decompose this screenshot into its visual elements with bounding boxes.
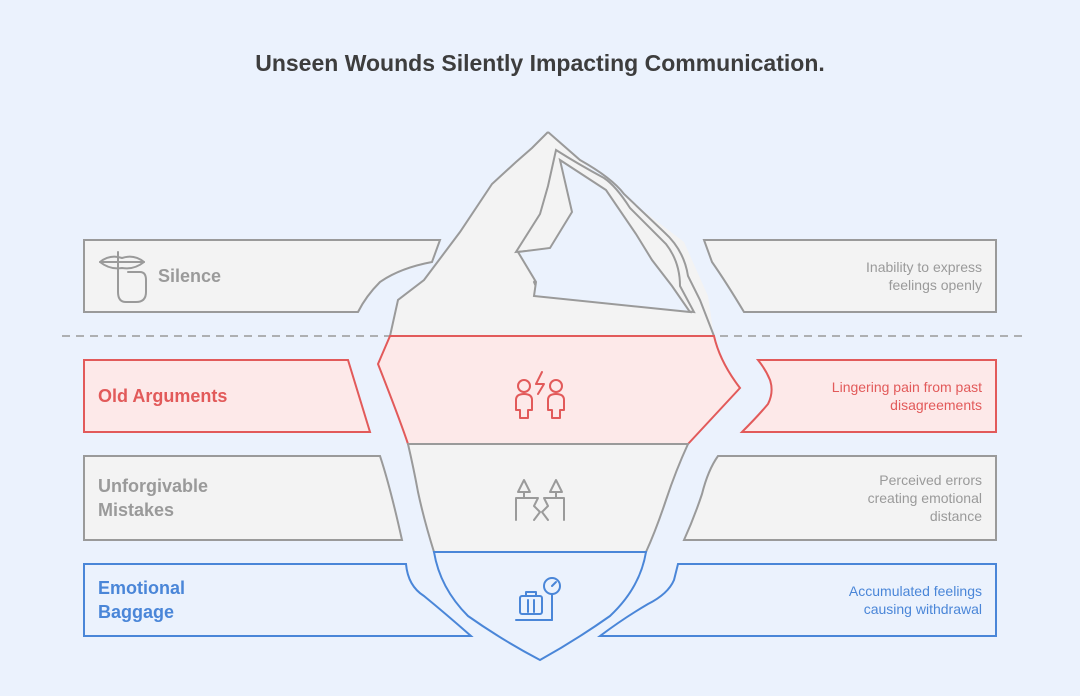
description-line: Lingering pain from past xyxy=(831,379,982,395)
layer-label-line: Unforgivable xyxy=(98,476,209,496)
left-box-unforgivable-mistakes xyxy=(83,455,404,541)
broken-bridge-icon xyxy=(515,479,565,521)
layer-label-unforgivable-mistakes: Unforgivable Mistakes xyxy=(98,474,208,522)
description-line: creating emotional xyxy=(867,490,982,506)
description-line: disagreements xyxy=(890,397,982,413)
description-line: distance xyxy=(929,508,982,524)
description-line: Inability to express xyxy=(866,259,982,275)
baggage-scale-icon xyxy=(515,577,561,621)
layer-label-line: Emotional xyxy=(98,578,186,598)
layer-description-silence: Inability to express feelings openly xyxy=(866,258,982,294)
left-box-silence xyxy=(83,239,442,313)
layer-label-emotional-baggage: Emotional Baggage xyxy=(98,576,185,624)
left-box-old-arguments xyxy=(83,359,372,433)
right-box-old-arguments xyxy=(739,359,997,433)
layer-description-unforgivable-mistakes: Perceived errors creating emotional dist… xyxy=(868,471,982,525)
description-line: causing withdrawal xyxy=(863,601,982,617)
diagram-title: Unseen Wounds Silently Impacting Communi… xyxy=(255,50,825,76)
layer-label-line: Baggage xyxy=(98,602,175,622)
layer-description-old-arguments: Lingering pain from past disagreements xyxy=(832,378,982,414)
description-line: Perceived errors xyxy=(879,472,982,488)
arguing-people-icon xyxy=(515,371,565,419)
layer-label-line: Mistakes xyxy=(98,500,175,520)
right-box-silence xyxy=(702,239,997,313)
description-line: feelings openly xyxy=(888,277,982,293)
iceberg-ice-window xyxy=(516,157,693,314)
iceberg-band-emotional-baggage xyxy=(432,551,648,662)
iceberg-peak-outline xyxy=(389,131,549,337)
right-box-emotional-baggage xyxy=(596,563,997,637)
iceberg-peak-right-outline xyxy=(547,131,715,337)
layer-label-silence: Silence xyxy=(158,266,222,286)
right-box-unforgivable-mistakes xyxy=(682,455,997,541)
layer-description-emotional-baggage: Accumulated feelings causing withdrawal xyxy=(849,582,982,618)
shush-lips-icon xyxy=(99,251,147,303)
left-box-emotional-baggage xyxy=(83,563,474,637)
layer-label-old-arguments: Old Arguments xyxy=(98,386,228,406)
description-line: Accumulated feelings xyxy=(848,583,982,599)
